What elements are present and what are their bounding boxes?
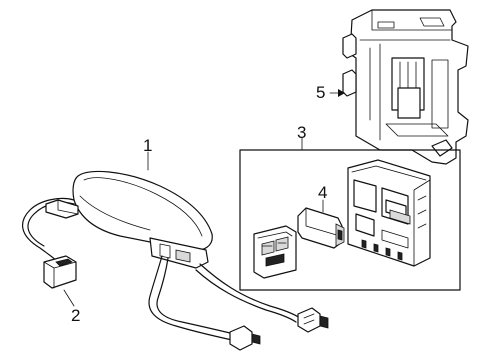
- callout-1: 1: [143, 136, 152, 155]
- fuse-cartridge-part: [297, 207, 345, 249]
- leader-line-2: [63, 289, 75, 307]
- bracket-part: [342, 9, 469, 165]
- terminal-plate-part: [253, 225, 297, 279]
- callout-5: 5: [316, 83, 325, 102]
- leader-arrow-5: [338, 89, 345, 97]
- connector-part: [43, 255, 77, 289]
- antenna-housing-part: [72, 170, 213, 269]
- module-assembly-frame: [239, 149, 461, 291]
- callout-4: 4: [318, 183, 327, 202]
- control-module-part: [347, 159, 431, 267]
- callout-2: 2: [71, 306, 80, 325]
- wiring-harness: [22, 197, 329, 351]
- callout-3: 3: [297, 123, 306, 142]
